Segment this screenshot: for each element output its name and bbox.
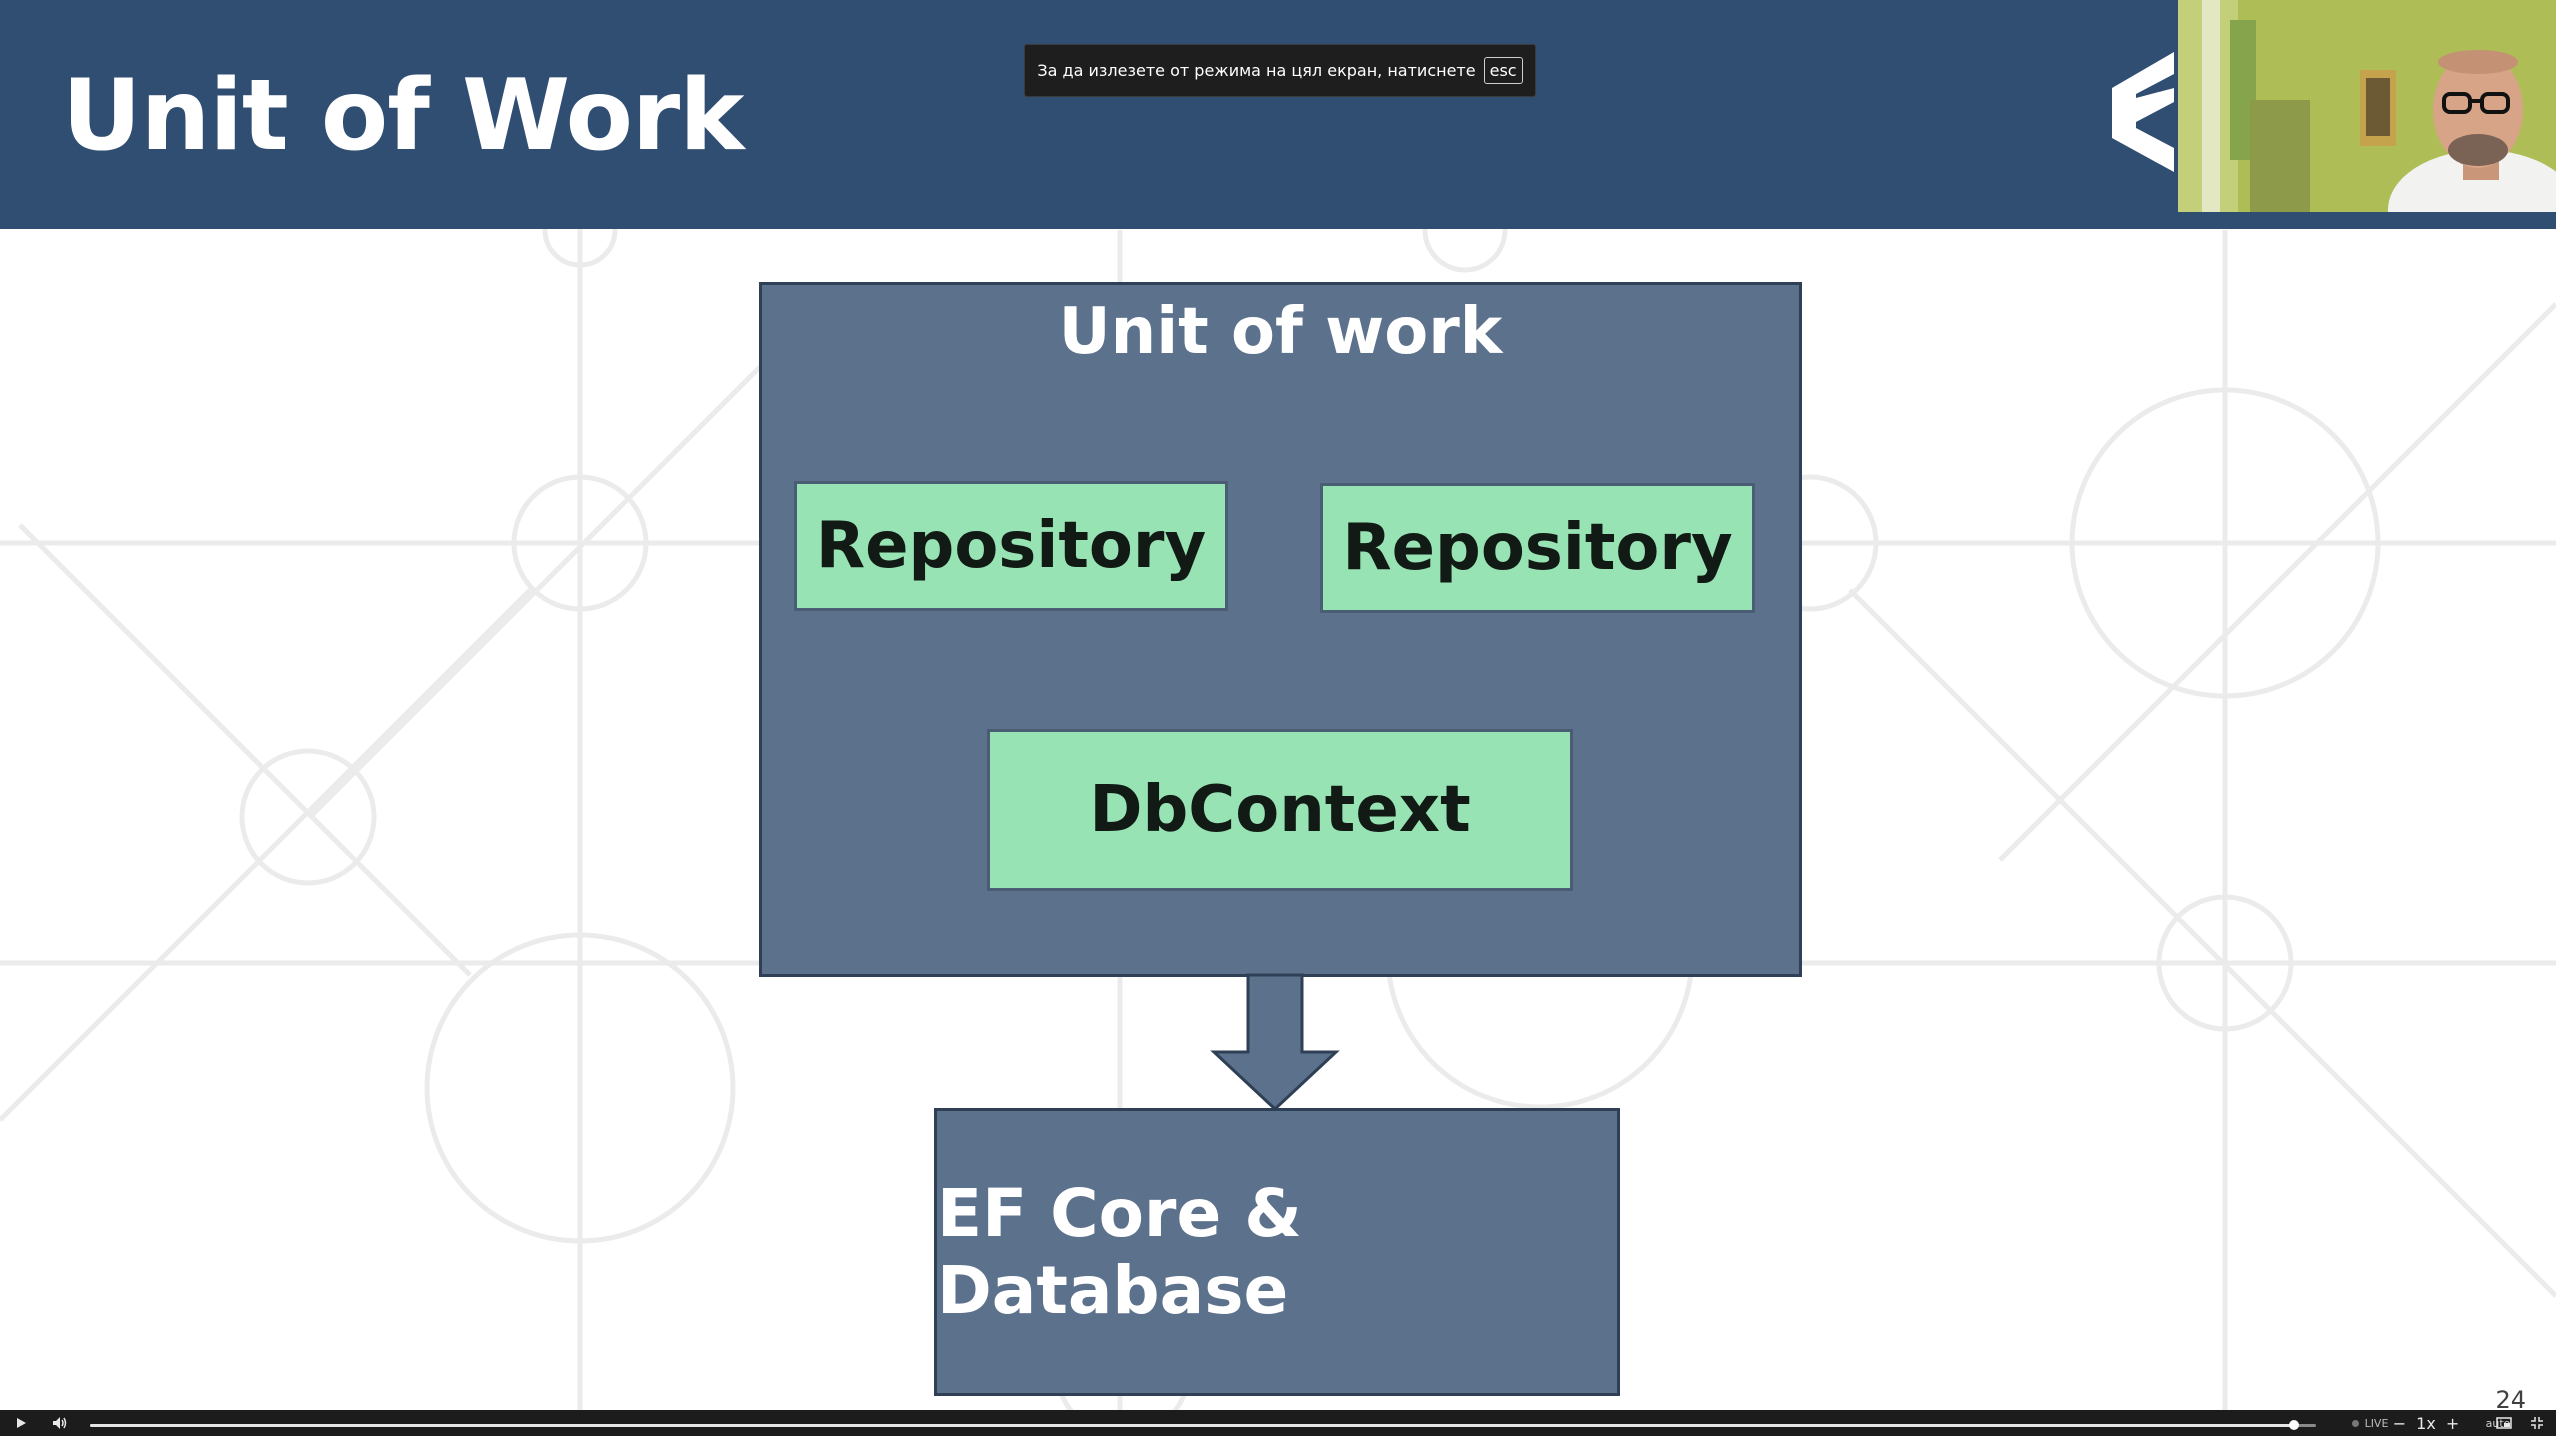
arrow-down-icon <box>1210 973 1340 1112</box>
volume-button[interactable] <box>46 1410 74 1436</box>
volume-icon <box>53 1417 67 1429</box>
live-indicator[interactable]: LIVE <box>2334 1410 2406 1436</box>
progress-fill <box>90 1424 2294 1427</box>
progress-thumb[interactable] <box>2288 1420 2299 1430</box>
repository-box-1: Repository <box>794 481 1228 611</box>
fullscreen-button[interactable] <box>2522 1410 2552 1436</box>
progress-bar[interactable] <box>90 1420 2316 1430</box>
unit-of-work-label: Unit of work <box>1058 295 1503 369</box>
webcam-image <box>2178 0 2556 215</box>
ef-core-database-box: EF Core & Database <box>934 1108 1620 1396</box>
picture-in-picture-icon <box>2496 1417 2512 1429</box>
speed-decrease-icon[interactable]: − <box>2392 1413 2407 1433</box>
webcam-overlay <box>2178 0 2556 215</box>
fullscreen-exit-notice: За да излезете от режима на цял екран, н… <box>1024 44 1536 97</box>
video-player-controls: LIVE − 1x + auto <box>0 1410 2556 1436</box>
exit-fullscreen-icon <box>2531 1417 2543 1429</box>
live-label: LIVE <box>2364 1416 2389 1430</box>
live-dot-icon <box>2351 1419 2359 1427</box>
fullscreen-notice-text: За да излезете от режима на цял екран, н… <box>1037 61 1476 80</box>
dbcontext-box: DbContext <box>987 729 1573 891</box>
slide-title: Unit of Work <box>62 59 744 173</box>
play-button[interactable] <box>8 1410 34 1436</box>
slide-number: 24 <box>2495 1386 2526 1410</box>
softuni-logo-icon <box>2112 52 2174 172</box>
esc-key-hint: esc <box>1483 57 1523 84</box>
pip-button[interactable] <box>2490 1410 2518 1436</box>
speed-value: 1x <box>2416 1413 2436 1433</box>
playback-speed-control[interactable]: − 1x + <box>2372 1410 2480 1436</box>
repository-box-2: Repository <box>1320 483 1755 613</box>
speed-increase-icon[interactable]: + <box>2445 1413 2460 1433</box>
play-icon <box>17 1418 26 1428</box>
